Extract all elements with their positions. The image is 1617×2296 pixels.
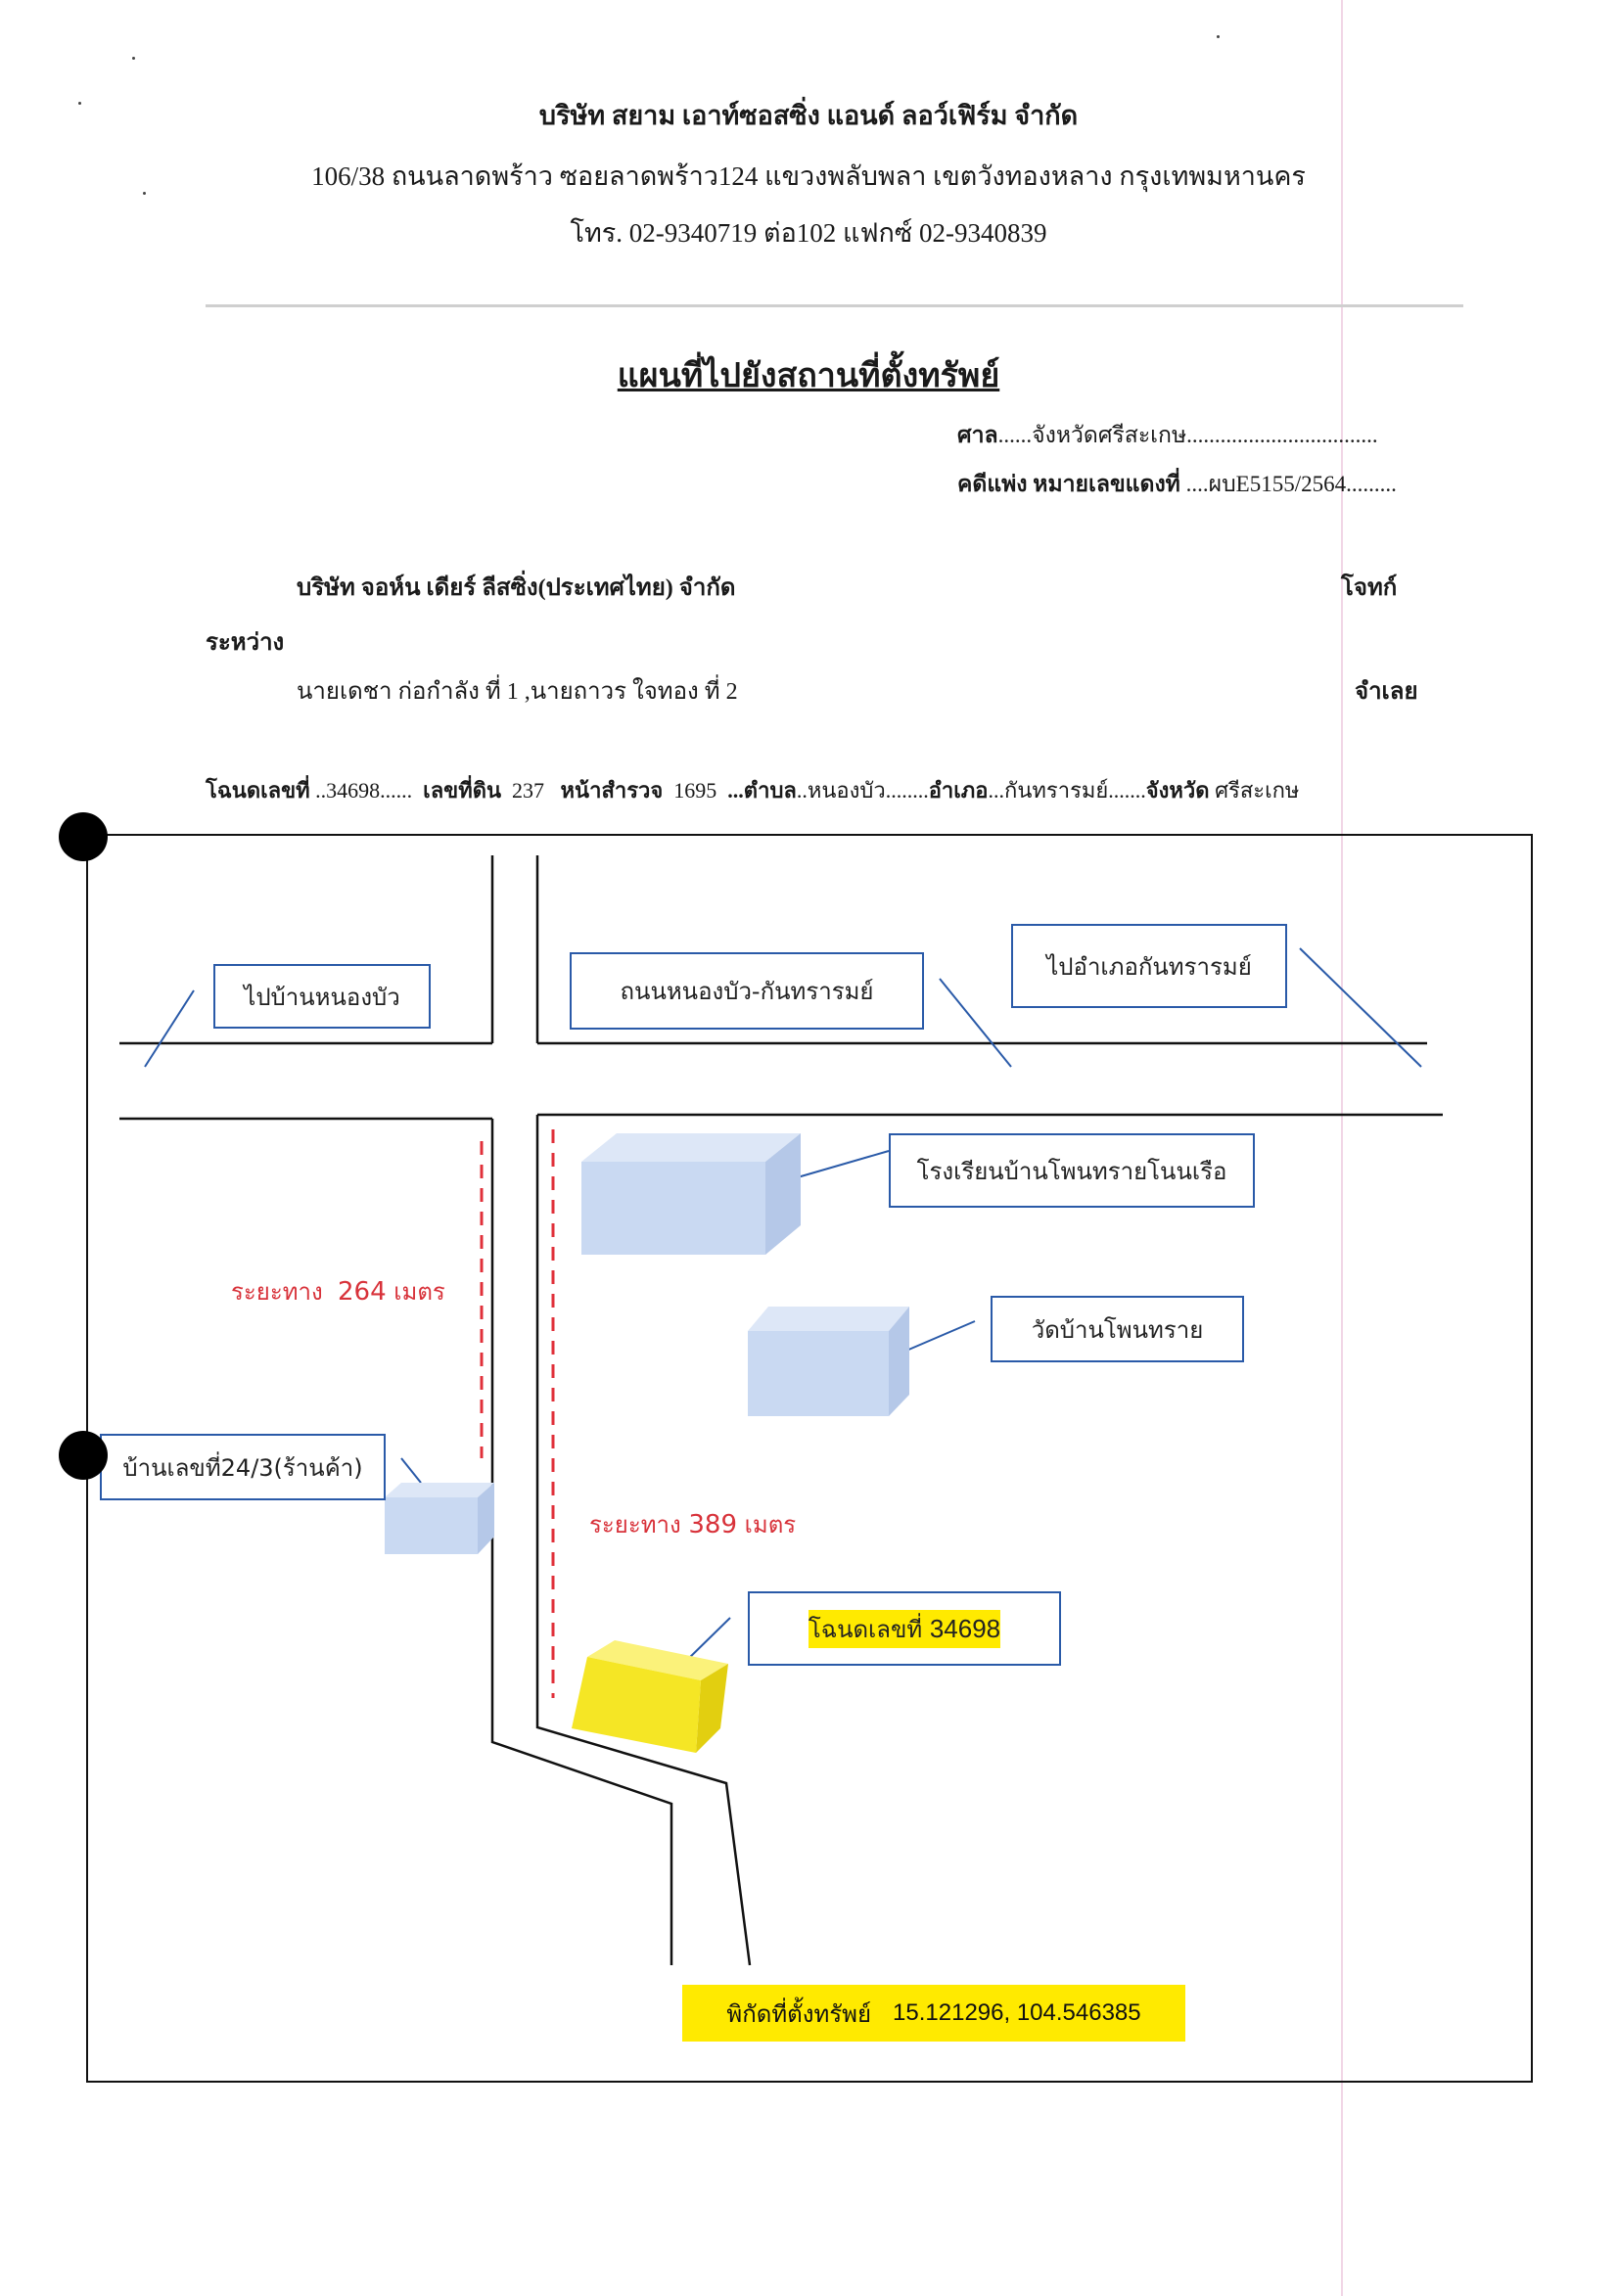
label-deed-number: 34698 [929,1613,1001,1643]
deed-highlight: โฉนดเลขที่ 34698 [808,1609,1001,1648]
province-label: จังหวัด [1145,778,1210,803]
deed-value: ..34698...... [315,778,413,803]
building-temple [748,1307,909,1416]
building-deed-parcel [572,1640,728,1753]
road-edge [490,1119,673,1965]
distance-389: ระยะทาง 389 เมตร [589,1505,796,1543]
label-school: โรงเรียนบ้านโพนทรายโนนเรือ [889,1133,1255,1208]
defendants: นายเดชา ก่อกำลัง ที่ 1 ,นายถาวร ใจทอง ที… [297,679,738,705]
distance-264-prefix: ระยะทาง [231,1278,323,1306]
distance-389-value: 389 [688,1510,738,1539]
civil-case-label: คดีแพ่ง หมายเลขแดงที่ [957,472,1180,496]
district-label: อำเภอ [928,778,989,803]
label-to-nongbua: ไปบ้านหนองบัว [213,964,431,1029]
label-deed: โฉนดเลขที่ 34698 [748,1591,1061,1666]
land-no-value: 237 [512,778,545,803]
leader-line [905,1320,976,1352]
between-label: ระหว่าง [206,630,285,656]
civil-case-line: คดีแพ่ง หมายเลขแดงที่ ....ผบE5155/2564..… [957,467,1397,502]
distance-389-prefix: ระยะทาง [589,1511,681,1538]
scan-speck [143,192,146,195]
court-line: ศาล......จังหวัดศรีสะเกษ................… [957,418,1378,453]
scan-speck [1217,35,1220,38]
plaintiff-role: โจทก์ [1341,575,1398,601]
leader-line [939,978,1012,1068]
leader-line [144,989,195,1068]
label-road-name: ถนนหนองบัว-กันทรารมย์ [570,952,924,1030]
scan-speck [132,57,135,60]
court-value: ......จังหวัดศรีสะเกษ...................… [997,423,1378,447]
label-house: บ้านเลขที่24/3(ร้านค้า) [100,1434,386,1500]
building-school [581,1133,801,1255]
leader-line [400,1457,422,1484]
label-deed-prefix: โฉนดเลขที่ [808,1615,923,1643]
coordinates-label: พิกัดที่ตั้งทรัพย์ [726,1999,872,2028]
province-value: ศรีสะเกษ [1215,778,1300,803]
land-no-label: เลขที่ดิน [423,778,502,803]
civil-case-value: ....ผบE5155/2564......... [1185,472,1397,496]
subdistrict-value: ..หนองบัว........ [796,778,929,803]
leader-line [1299,947,1422,1068]
plaintiff-name: บริษัท จอห์น เดียร์ ลีสซิ่ง(ประเทศไทย) จ… [297,575,736,601]
header-divider [206,304,1463,307]
court-label: ศาล [957,423,998,447]
company-contact: โทร. 02-9340719 ต่อ102 แฟกซ์ 02-9340839 [570,218,1047,248]
survey-value: 1695 [673,778,717,803]
coordinates-box: พิกัดที่ตั้งทรัพย์ 15.121296, 104.546385 [682,1985,1185,2042]
district-value: ...กันทรารมย์....... [988,778,1146,803]
label-temple: วัดบ้านโพนทราย [991,1296,1244,1362]
margin-line [1341,0,1343,2296]
coordinates-value: 15.121296, 104.546385 [893,1999,1141,2026]
company-address: 106/38 ถนนลาดพร้าว ซอยลาดพร้าว124 แขวงพล… [311,161,1306,191]
deed-line: โฉนดเลขที่ ..34698...... เลขที่ดิน 237 ห… [206,773,1299,807]
defendant-role: จำเลย [1355,679,1418,705]
road-edge [535,1115,752,1966]
building-house [385,1483,494,1554]
distance-264-value: 264 [338,1277,387,1307]
distance-264: ระยะทาง 264 เมตร [231,1272,445,1310]
punch-hole [59,1431,108,1480]
distance-389-unit: เมตร [744,1511,797,1538]
scan-speck [78,102,81,105]
survey-label: หน้าสำรวจ [560,778,664,803]
label-to-kanthararom: ไปอำเภอกันทรารมย์ [1011,924,1287,1008]
subdistrict-label: ...ตำบล [727,778,797,803]
company-name: บริษัท สยาม เอาท์ซอสซิ่ง แอนด์ ลอว์เฟิร์… [538,101,1079,130]
deed-label: โฉนดเลขที่ [206,778,310,803]
distance-264-unit: เมตร [393,1278,445,1306]
document-title: แผนที่ไปยังสถานที่ตั้งทรัพย์ [617,358,1000,394]
punch-hole [59,812,108,861]
